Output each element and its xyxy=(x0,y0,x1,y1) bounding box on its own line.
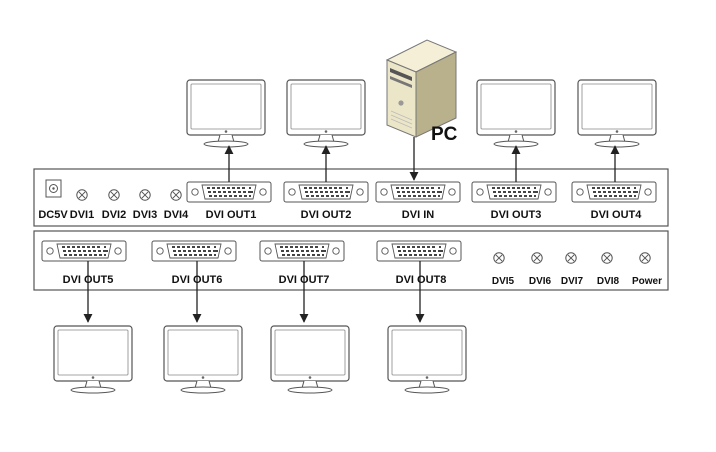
dvi-out6-port-icon xyxy=(151,240,237,262)
dvi-out4-port-icon xyxy=(571,181,657,203)
dvi-out1-port-icon xyxy=(186,181,272,203)
led-label-dvi8: DVI8 xyxy=(597,276,620,287)
led-dvi7-icon xyxy=(565,252,577,264)
monitor-out4-icon xyxy=(577,79,657,148)
led-dvi5-icon xyxy=(493,252,505,264)
port-label-dvi-out6: DVI OUT6 xyxy=(172,274,223,286)
port-label-dvi-out5: DVI OUT5 xyxy=(63,274,114,286)
led-label-dvi6: DVI6 xyxy=(529,276,552,287)
led-dvi3-icon xyxy=(139,189,151,201)
led-dvi8-icon xyxy=(601,252,613,264)
dvi-out8-port-icon xyxy=(376,240,462,262)
port-label-dvi-in: DVI IN xyxy=(402,209,434,221)
led-label-dvi3: DVI3 xyxy=(133,209,157,221)
led-dvi1-icon xyxy=(76,189,88,201)
port-label-dvi-out1: DVI OUT1 xyxy=(206,209,257,221)
monitor-out5-icon xyxy=(53,325,133,394)
led-label-power: Power xyxy=(632,276,662,287)
port-label-dvi-out8: DVI OUT8 xyxy=(396,274,447,286)
pc-tower-icon xyxy=(385,39,458,138)
port-label-dvi-out3: DVI OUT3 xyxy=(491,209,542,221)
led-label-dvi4: DVI4 xyxy=(164,209,189,221)
monitor-out2-icon xyxy=(286,79,366,148)
dvi-out3-port-icon xyxy=(471,181,557,203)
led-dvi4-icon xyxy=(170,189,182,201)
dvi-out2-port-icon xyxy=(283,181,369,203)
port-label-dvi-out7: DVI OUT7 xyxy=(279,274,330,286)
dc-power-jack-icon xyxy=(45,179,62,198)
dc5v-label: DC5V xyxy=(38,209,68,221)
monitor-out8-icon xyxy=(387,325,467,394)
led-label-dvi1: DVI1 xyxy=(70,209,94,221)
led-dvi2-icon xyxy=(108,189,120,201)
monitor-out6-icon xyxy=(163,325,243,394)
dvi-in-port-icon xyxy=(375,181,461,203)
led-dvi6-icon xyxy=(531,252,543,264)
port-label-dvi-out2: DVI OUT2 xyxy=(301,209,352,221)
monitor-out7-icon xyxy=(270,325,350,394)
bottom-panel xyxy=(33,230,669,291)
dvi-out7-port-icon xyxy=(259,240,345,262)
led-label-dvi5: DVI5 xyxy=(492,276,515,287)
led-power-icon xyxy=(639,252,651,264)
monitor-out1-icon xyxy=(186,79,266,148)
pc-label: PC xyxy=(431,124,458,145)
led-label-dvi7: DVI7 xyxy=(561,276,584,287)
led-label-dvi2: DVI2 xyxy=(102,209,126,221)
dvi-out5-port-icon xyxy=(41,240,127,262)
port-label-dvi-out4: DVI OUT4 xyxy=(591,209,643,221)
monitor-out3-icon xyxy=(476,79,556,148)
